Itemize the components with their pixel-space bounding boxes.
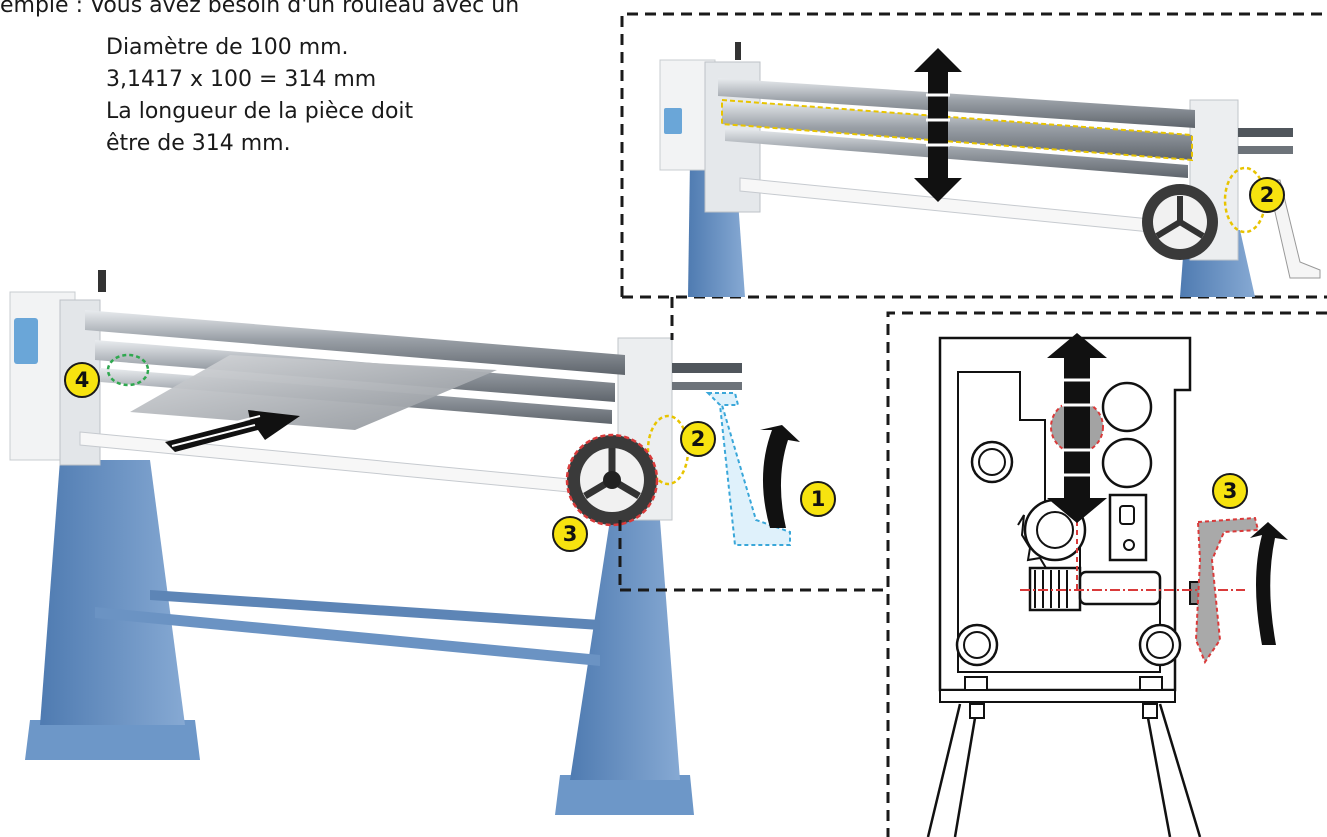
callout-badge-2-inset: 2: [1249, 177, 1285, 213]
inset-border: [620, 12, 1327, 297]
schematic-leg: [953, 717, 977, 837]
callout-badge-2: 2: [680, 421, 716, 457]
instruction-line: Diamètre de 100 mm.: [106, 35, 349, 60]
crank-handle-outline: [705, 392, 791, 546]
schematic-shaft-housing: [1078, 570, 1162, 606]
inset-schematic: [886, 311, 1327, 837]
schematic-rotation-arrow: [1250, 522, 1288, 645]
schematic-leg: [1146, 717, 1172, 837]
schematic-leg: [1158, 703, 1202, 837]
schematic-slot: [1119, 505, 1135, 525]
instruction-line: être de 314 mm.: [106, 131, 291, 156]
arrow-stripe: [179, 415, 261, 437]
schematic-foot-block: [1139, 676, 1163, 691]
schematic-worm: [1028, 566, 1082, 612]
schematic-vertical-arrow: [1047, 333, 1107, 523]
handwheel-hub: [603, 471, 621, 489]
label-plate: [14, 318, 38, 364]
inset-shaft: [1238, 128, 1293, 137]
inset-rear-roller: [725, 128, 1188, 178]
arrow-stripe: [171, 424, 256, 447]
callout-badge-3: 3: [552, 516, 588, 552]
inset-lower-roller-highlighted: [721, 98, 1193, 162]
inset-shaft: [1238, 146, 1293, 154]
rotation-arrow: [760, 425, 800, 528]
instruction-line: La longueur de la pièce doit: [106, 99, 414, 124]
schematic-bolt-inner: [963, 631, 991, 659]
schematic-border: [886, 311, 1327, 837]
schematic-foot-block: [964, 676, 988, 691]
schematic-roller: [1101, 381, 1153, 433]
inset-top-right: [620, 12, 1327, 299]
inset-top-knob: [735, 42, 741, 60]
schematic-crank-handle: [1194, 516, 1260, 665]
inset-spoke: [1178, 219, 1205, 239]
inset-spoke: [1155, 219, 1182, 239]
schematic-base: [939, 689, 1176, 703]
callout-badge-1: 1: [800, 481, 836, 517]
schematic-leg-block: [1142, 703, 1158, 719]
schematic-bolt-inner: [1146, 631, 1174, 659]
inset-label-plate: [664, 108, 682, 134]
schematic-leg: [926, 703, 962, 837]
left-foot: [25, 720, 200, 760]
schematic-leg-block: [969, 703, 985, 719]
inset-support-bar: [739, 177, 1181, 236]
left-leg: [40, 460, 185, 725]
instruction-line: emple : Vous avez besoin d'un rouleau av…: [0, 0, 520, 18]
vertical-adjust-arrow: [914, 48, 962, 202]
schematic-gear-teeth: [1017, 514, 1047, 569]
schematic-pin: [1123, 539, 1135, 551]
top-knob: [98, 270, 106, 292]
left-knob-outline: [106, 353, 150, 387]
upper-roller: [85, 310, 625, 375]
callout-badge-4: 4: [64, 362, 100, 398]
instruction-line: 3,1417 x 100 = 314 mm: [106, 67, 377, 92]
shaft: [672, 363, 742, 373]
right-leg: [570, 520, 680, 780]
support-bar: [79, 431, 601, 496]
sheet-metal: [130, 355, 497, 430]
schematic-gear-hub: [1036, 511, 1074, 549]
right-foot: [555, 775, 694, 815]
schematic-bolt-inner: [978, 448, 1006, 476]
lower-tie-bar: [95, 607, 600, 666]
tie-bar-back: [150, 590, 600, 630]
main-machine: [9, 270, 800, 815]
shaft: [672, 382, 742, 390]
callout-badge-3-schematic: 3: [1212, 473, 1248, 509]
schematic-roller: [1101, 437, 1153, 489]
inset-upper-roller: [718, 78, 1195, 128]
